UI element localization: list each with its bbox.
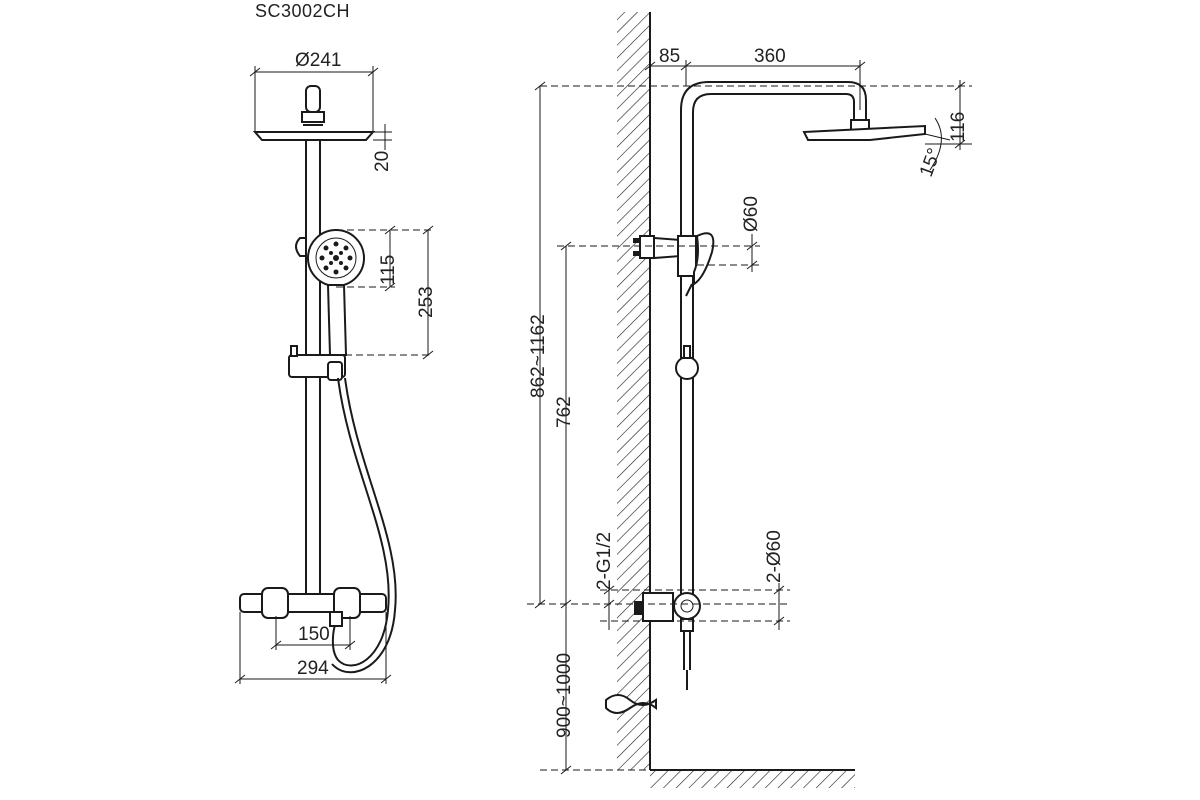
- dim-hand-shower-to-holder: 253: [416, 286, 437, 318]
- arm-top-connector: [305, 85, 321, 113]
- mixer-inlet-side: [642, 592, 674, 622]
- dim-head-thickness: 20: [372, 151, 393, 172]
- mixer-body-side: [673, 592, 701, 620]
- dim-hand-shower-height: 115: [378, 255, 399, 285]
- shower-head-front: [252, 131, 376, 141]
- hand-shower-side: [693, 232, 715, 286]
- dim-wall-offset: 85: [659, 46, 680, 67]
- dim-head-diameter: Ø241: [295, 50, 341, 71]
- wall-bracket-top: [639, 235, 655, 259]
- wall: [617, 12, 650, 770]
- dim-inlet-cover: 2-Ø60: [764, 530, 785, 583]
- dim-inlet-spacing: 150: [298, 624, 330, 645]
- dim-mixer-width: 294: [297, 658, 329, 679]
- shower-head-side: [802, 124, 926, 141]
- dim-total-height: 862~1162: [528, 314, 549, 398]
- dim-rail-height: 762: [554, 396, 575, 428]
- shower-arm: [680, 81, 867, 238]
- dim-head-angle: 15°: [916, 146, 946, 180]
- dim-inlet-thread: 2-G1/2: [594, 532, 615, 590]
- floor: [650, 770, 855, 788]
- dim-head-drop: 116: [948, 112, 969, 142]
- dim-mount-height: 900~1000: [554, 653, 575, 738]
- hose: [331, 377, 390, 667]
- model-title: SC3002CH: [255, 1, 350, 21]
- hand-shower-handle: [326, 284, 348, 356]
- front-view: Ø241 20: [234, 50, 437, 684]
- dim-arm-length: 360: [754, 46, 786, 67]
- dim-bracket-diameter: Ø60: [741, 196, 762, 232]
- slide-holder-side: [675, 356, 699, 380]
- side-view: 85 360 116 15° Ø60: [527, 12, 972, 788]
